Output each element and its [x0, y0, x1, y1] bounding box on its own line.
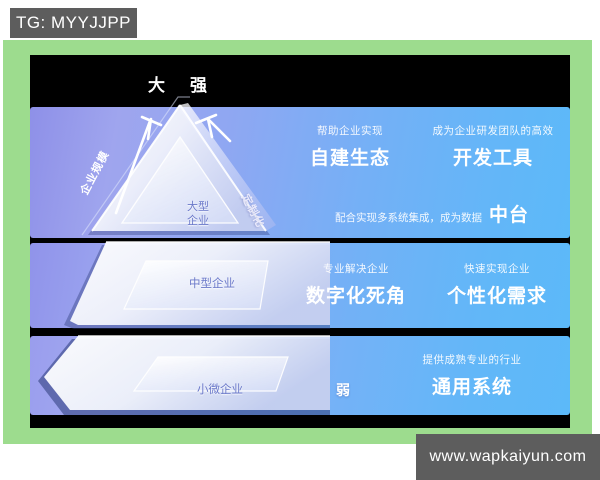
copy-top-item-2-head: 开发工具	[452, 148, 533, 169]
copy-bottom-item-1: 提供成熟专业的行业 通用系统	[382, 352, 562, 399]
copy-top-item-3-sub: 配合实现多系统集成，成为数据	[334, 212, 482, 224]
copy-middle-item-1: 专业解决企业 数字化死角	[286, 261, 426, 308]
caption-strength-high-da: 大	[148, 76, 165, 95]
copy-top-item-3-head: 中台	[488, 205, 529, 226]
caption-strength-low-ruo: 弱	[336, 382, 350, 398]
copy-top-item-2-sub: 成为企业研发团队的高效	[432, 125, 554, 137]
copy-middle-item-1-sub: 专业解决企业	[323, 263, 389, 275]
tier-label-small-enterprise: 小微企业	[197, 384, 243, 396]
copy-middle-item-1-head: 数字化死角	[305, 286, 406, 307]
copy-top-item-1-head: 自建生态	[309, 148, 390, 169]
copy-top-item-1-sub: 帮助企业实现	[317, 125, 383, 137]
infographic-stage: 大 强 企业规模 定制化 大型 企业 中型企业 小微企业 弱 帮助企业实现 自建…	[30, 55, 570, 428]
copy-middle-item-2-sub: 快速实现企业	[464, 263, 530, 275]
watermark-bottom-right: www.wapkaiyun.com	[416, 434, 600, 480]
copy-bottom-item-1-sub: 提供成熟专业的行业	[422, 354, 522, 366]
copy-top-item-1: 帮助企业实现 自建生态	[285, 123, 415, 170]
watermark-top-left: TG: MYYJJPP	[10, 8, 137, 38]
copy-middle-item-2: 快速实现企业 个性化需求	[422, 261, 570, 308]
copy-bottom-item-1-head: 通用系统	[431, 377, 512, 398]
copy-top-item-3: 配合实现多系统集成，成为数据 中台	[298, 200, 566, 227]
tier-label-large-enterprise: 大型 企业	[187, 201, 209, 227]
caption-strength-high-qiang: 强	[190, 76, 207, 95]
tier-label-medium-enterprise: 中型企业	[189, 278, 235, 290]
copy-middle-item-2-head: 个性化需求	[446, 286, 547, 307]
copy-top-item-2: 成为企业研发团队的高效 开发工具	[418, 123, 568, 170]
green-frame: 大 强 企业规模 定制化 大型 企业 中型企业 小微企业 弱 帮助企业实现 自建…	[3, 40, 592, 444]
